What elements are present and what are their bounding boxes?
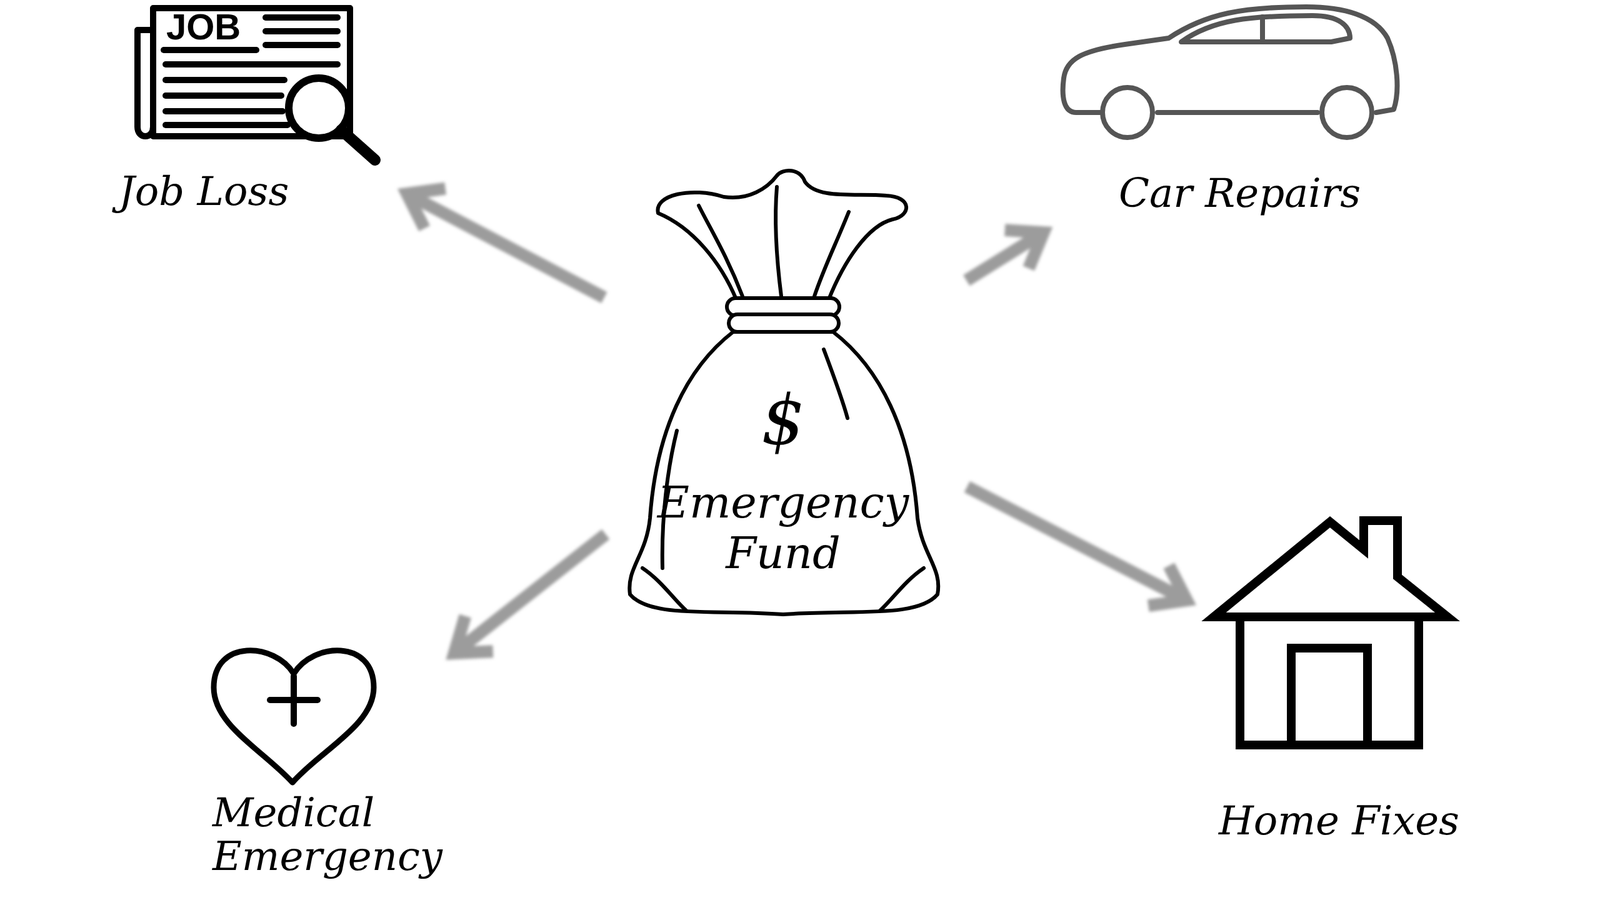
arrow-line — [966, 486, 1187, 606]
home-fixes-item: Home Fixes — [1200, 509, 1482, 850]
emergency-fund-bag: $ Emergency Fund — [617, 168, 954, 619]
arrow-line — [406, 188, 605, 299]
medical-emergency-item: Medical Emergency — [187, 637, 443, 888]
item-label: Job Loss — [118, 168, 289, 215]
newspaper-icon — [118, 5, 394, 168]
item-label: Car Repairs — [1118, 170, 1361, 217]
bag-label: Emergency Fund — [651, 477, 915, 579]
arrow-connector — [966, 230, 1044, 281]
arrow-connector — [966, 486, 1187, 606]
medical-heart-icon — [187, 637, 400, 788]
item-label: Home Fixes — [1218, 798, 1460, 845]
newspaper-heading: JOB — [166, 6, 241, 49]
arrow-line — [454, 534, 606, 654]
dollar-sign: $ — [617, 380, 949, 460]
item-label: Medical Emergency — [212, 790, 438, 879]
house-icon — [1200, 509, 1482, 760]
arrow-connector — [406, 188, 605, 299]
arrow-connector — [454, 534, 606, 654]
job-loss-item: JOB Job Loss — [118, 5, 394, 224]
car-icon — [1056, 3, 1407, 147]
car-repairs-item: Car Repairs — [1056, 3, 1407, 229]
arrow-line — [966, 230, 1044, 281]
